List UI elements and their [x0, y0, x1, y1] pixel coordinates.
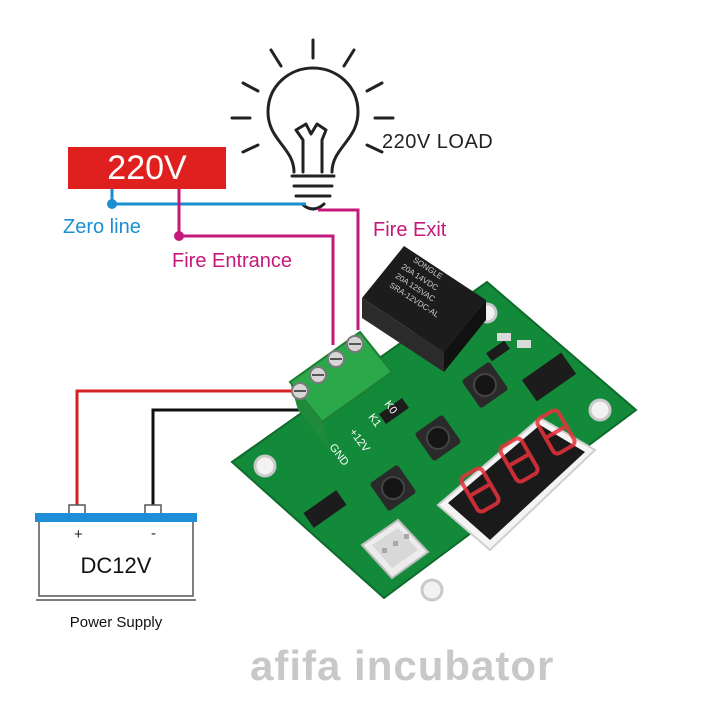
relay: SONGLE 20A 14VDC 20A 125VAC SRA-12VDC-AL [362, 246, 486, 372]
display-digit-1 [459, 466, 501, 514]
zero-line-wire [107, 189, 306, 209]
dc-minus-wire [151, 408, 300, 508]
display-digit-2 [498, 436, 540, 484]
thermostat-board: K0 K1 +12V GND SONGLE 20A 14VDC 20A 125V… [230, 246, 638, 602]
plus-terminal-label: + [74, 526, 83, 543]
power-supply-box [35, 504, 197, 601]
fire-entrance-label: Fire Entrance [172, 250, 293, 272]
fire-entrance-wire [174, 189, 335, 345]
sensor-connector [360, 518, 430, 580]
power-supply-label: Power Supply [69, 614, 163, 631]
zero-line-label: Zero line [63, 216, 141, 238]
fire-exit-label: Fire Exit [373, 219, 447, 241]
supply-voltage-label: 220V [68, 147, 226, 189]
display-digit-3 [535, 408, 577, 456]
dc-voltage-label: DC12V [80, 553, 152, 578]
dc-plus-wire [75, 389, 318, 508]
load-label: 220V LOAD [382, 131, 494, 153]
minus-terminal-label: - [151, 525, 156, 542]
watermark-text: afifa incubator [250, 642, 555, 689]
light-bulb-icon [230, 38, 395, 211]
led-display [436, 408, 597, 552]
fire-exit-wire [318, 208, 360, 330]
push-buttons [370, 362, 508, 511]
